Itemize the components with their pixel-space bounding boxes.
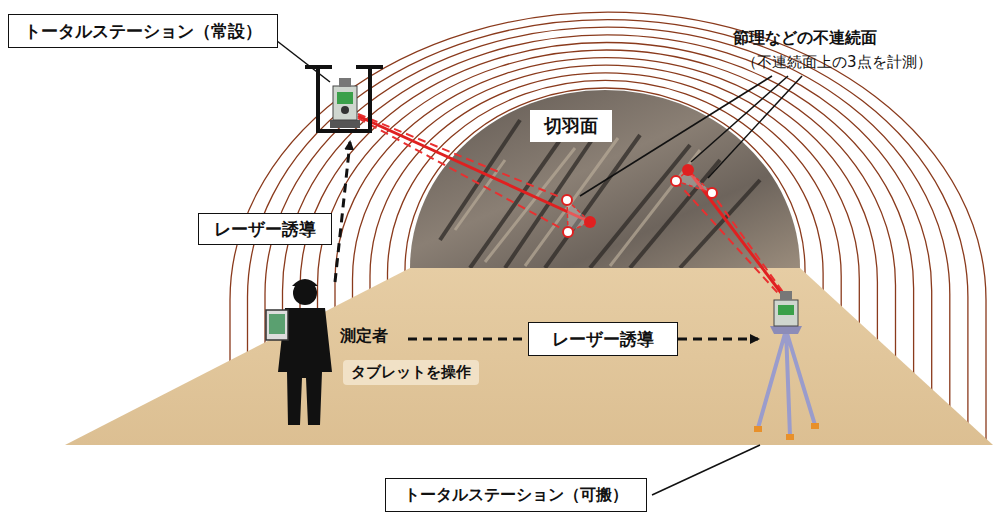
box-text: レーザー誘導 [552,328,654,351]
tunnel-ring [405,88,805,279]
box-text: トータルステーション（常設） [24,20,262,43]
laser-label-box: レーザー誘導 [528,322,678,356]
rock-strata [440,120,760,268]
tablet-note: タブレットを操作 [343,360,479,385]
discontinuity-title: 節理などの不連続面 [733,28,877,49]
laser-guidance-arrows [335,142,758,339]
surveyor-silhouette [272,279,332,425]
tunnel-face-label: 切羽面 [530,110,612,142]
station-label-box: トータルステーション（常設） [8,14,278,48]
box-text: レーザー誘導 [214,218,316,241]
surveyor-label: 測定者 [340,326,388,347]
measurement-lines [358,114,790,302]
discontinuity-note: （不連続面上の3点を計測） [742,53,932,72]
leader-lines [268,34,802,495]
permanent-total-station [305,67,383,131]
rock-highlights [455,138,700,266]
tablet-icon [266,310,288,340]
station-label-box: トータルステーション（可搬） [385,478,647,512]
box-text: トータルステーション（可搬） [404,485,628,506]
box-text: 切羽面 [544,114,598,138]
tunnel-floor [65,268,993,445]
portable-total-station [754,291,819,440]
laser-label-box: レーザー誘導 [198,213,332,245]
